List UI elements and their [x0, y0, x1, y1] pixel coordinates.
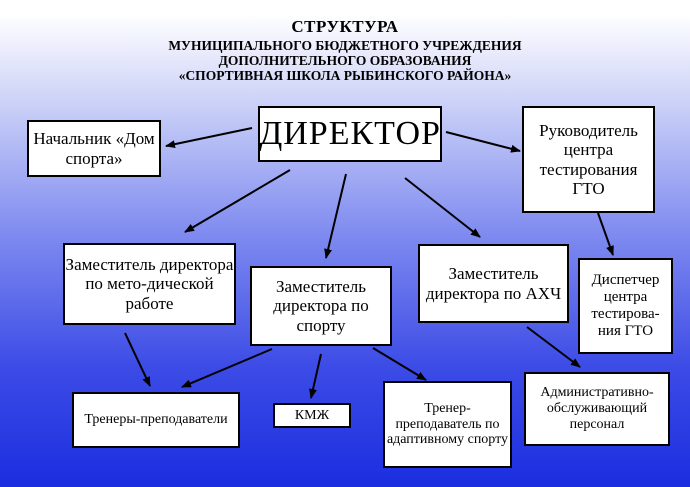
node-director: ДИРЕКТОР [258, 106, 442, 162]
node-admin-staff: Административно-обслуживающий персонал [524, 372, 670, 446]
node-deputy-method: Заместитель директора по мето-дической р… [63, 243, 236, 325]
node-deputy-ahch: Заместитель директора по АХЧ [418, 244, 569, 323]
subtitle-line-1: МУНИЦИПАЛЬНОГО БЮДЖЕТНОГО УЧРЕЖДЕНИЯ [168, 38, 522, 53]
node-gto-head: Руководитель центра тестирования ГТО [522, 106, 655, 213]
node-adaptive-coach: Тренер-преподаватель по адаптивному спор… [383, 381, 512, 468]
node-deputy-method-label: Заместитель директора по мето-дической р… [65, 255, 234, 313]
node-dom-sporta-label: Начальник «Дом спорта» [33, 129, 155, 168]
node-admin-staff-label: Административно-обслуживающий персонал [540, 385, 654, 432]
node-dom-sporta: Начальник «Дом спорта» [27, 120, 161, 177]
node-deputy-sport: Заместитель директора по спорту [250, 266, 392, 346]
node-adaptive-coach-label: Тренер-преподаватель по адаптивному спор… [386, 400, 509, 448]
node-gto-head-label: Руководитель центра тестирования ГТО [539, 121, 638, 198]
node-coaches: Тренеры-преподаватели [72, 392, 240, 448]
node-kmzh-label: КМЖ [294, 407, 330, 423]
node-kmzh: КМЖ [273, 403, 351, 428]
arrow-director-to-deputy-method [184, 169, 291, 233]
node-deputy-sport-label: Заместитель директора по спорту [273, 277, 369, 335]
node-director-label: ДИРЕКТОР [259, 114, 441, 152]
chart-title: СТРУКТУРА [291, 17, 399, 36]
arrow-deputy-ahch-to-admin [526, 326, 581, 368]
arrow-deputy-sport-to-adaptive [372, 347, 427, 381]
node-gto-dispatcher: Диспетчер центра тестирова-ния ГТО [578, 258, 673, 354]
subtitle-line-3: «СПОРТИВНАЯ ШКОЛА РЫБИНСКОГО РАЙОНА» [178, 68, 512, 83]
node-gto-dispatcher-label: Диспетчер центра тестирова-ния ГТО [591, 272, 660, 339]
arrow-deputy-sport-to-kmzh [309, 353, 322, 399]
arrow-director-to-deputy-sport [324, 173, 347, 259]
arrow-director-to-dom-sporta [165, 127, 253, 149]
subtitle-line-2: ДОПОЛНИТЕЛЬНОГО ОБРАЗОВАНИЯ [218, 53, 472, 68]
arrow-deputy-sport-to-coaches [181, 348, 273, 388]
arrow-director-to-gto-head [445, 131, 521, 153]
arrow-gto-head-to-dispatcher [597, 212, 614, 256]
arrow-director-to-deputy-ahch [404, 177, 481, 238]
node-coaches-label: Тренеры-преподаватели [84, 412, 228, 428]
arrow-deputy-method-to-coaches [124, 332, 151, 387]
node-deputy-ahch-label: Заместитель директора по АХЧ [425, 264, 562, 303]
